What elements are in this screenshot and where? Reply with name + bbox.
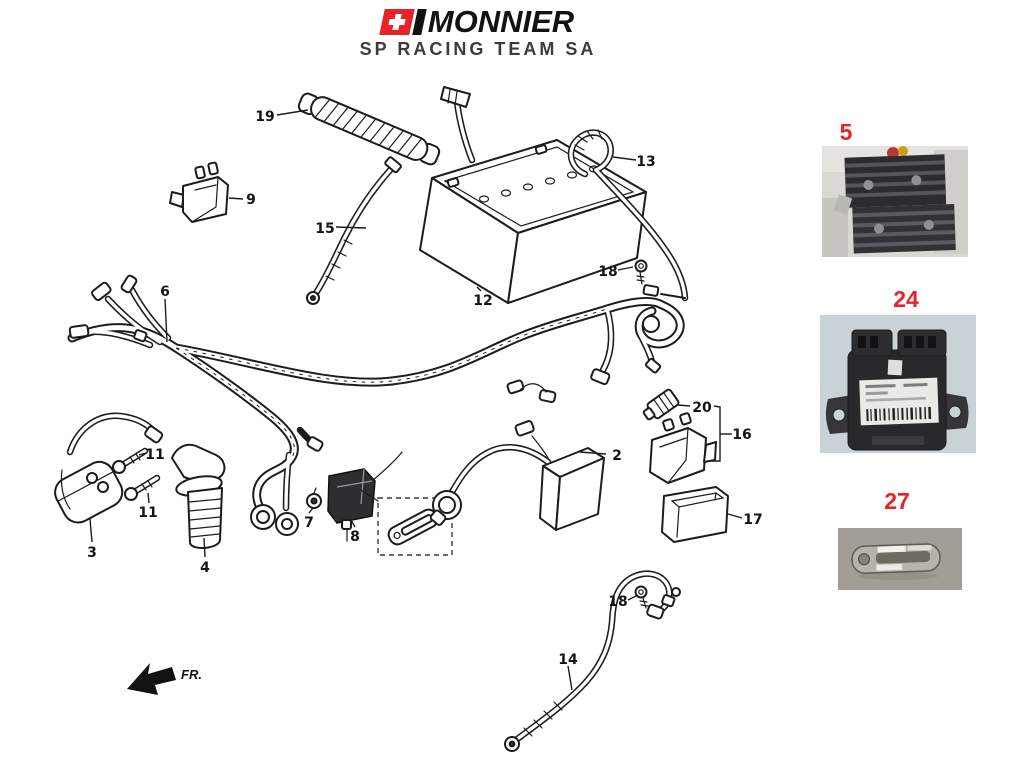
bolt-18-bottom <box>634 585 649 609</box>
relay-9 <box>169 161 229 223</box>
ignition-coil-3 <box>54 412 164 524</box>
callout-20: 20 <box>692 400 712 416</box>
relay-cover-17 <box>661 486 729 543</box>
callout-4: 4 <box>200 560 210 576</box>
callout-3: 3 <box>87 545 97 561</box>
battery-band-19 <box>297 92 441 166</box>
bolt-18-top <box>634 259 648 285</box>
grommet-7 <box>306 487 322 509</box>
starter-cable-13 <box>567 129 689 302</box>
wire-harness-6 <box>67 274 685 536</box>
brand-name: MONNIER <box>427 4 575 39</box>
callout-16: 16 <box>732 427 751 443</box>
callout-17: 17 <box>743 512 762 528</box>
callout-6: 6 <box>160 284 170 300</box>
part-photo-27 <box>838 528 962 590</box>
starter-relay-16 <box>649 412 717 484</box>
battery-12 <box>419 139 647 304</box>
callout-11: 11 <box>145 447 164 463</box>
callout-13: 13 <box>636 154 655 170</box>
part-photo-5 <box>822 146 968 257</box>
fr-label: FR. <box>181 667 202 682</box>
callout-19: 19 <box>255 109 274 125</box>
harness-connector <box>68 274 662 536</box>
part-photo-24 <box>820 315 976 453</box>
battery-cable-14 <box>504 570 681 752</box>
callout-numbers: 19 9 15 13 12 18 6 11 11 3 4 7 8 2 20 16 17 18 14 <box>87 109 763 668</box>
callout-18: 18 <box>608 594 627 610</box>
brand-header: MONNIER SP RACING TEAM SA <box>0 6 1024 58</box>
callout-8: 8 <box>350 529 360 545</box>
callout-2: 2 <box>612 448 622 464</box>
callout-14: 14 <box>558 652 578 668</box>
callout-18: 18 <box>598 264 617 280</box>
callout-7: 7 <box>304 515 314 531</box>
unit-8 <box>327 451 403 542</box>
battery-terminal <box>446 177 460 188</box>
fuse-20 <box>642 388 680 421</box>
battery-terminal <box>534 144 548 155</box>
callout-9: 9 <box>246 192 256 208</box>
leader-lines <box>89 109 743 691</box>
brand-subtitle: SP RACING TEAM SA <box>359 39 597 59</box>
photo-label-5: 5 <box>840 119 853 145</box>
photo-label-27: 27 <box>884 488 910 514</box>
photo-label-24: 24 <box>893 286 919 312</box>
callout-12: 12 <box>473 293 492 309</box>
battery-cable-top <box>440 86 476 164</box>
fr-direction-arrow: FR. <box>127 663 202 695</box>
plug-cap-4 <box>171 443 226 549</box>
bolts-11 <box>112 447 161 501</box>
callout-11: 11 <box>138 505 157 521</box>
ground-cable-15 <box>306 156 402 305</box>
cdi-unit-2 <box>429 420 605 531</box>
callout-15: 15 <box>315 221 334 237</box>
